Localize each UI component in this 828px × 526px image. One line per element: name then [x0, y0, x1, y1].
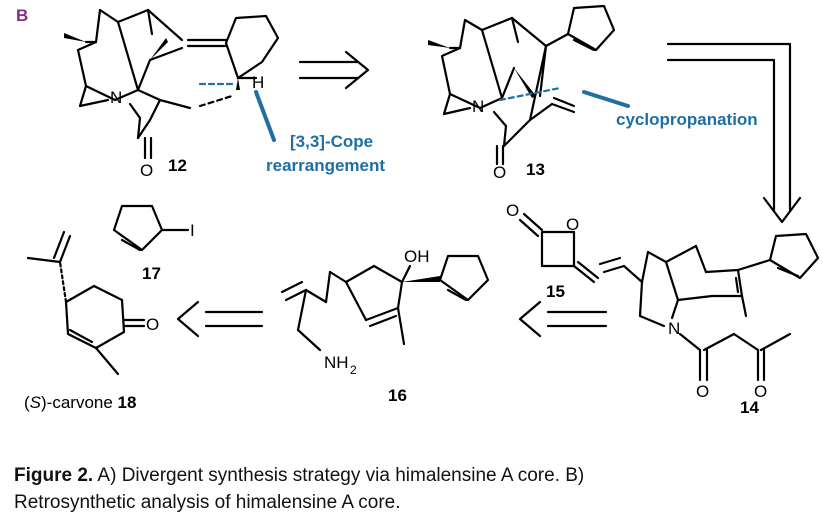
- panel-label: B: [16, 6, 29, 25]
- compound-number-18: 18: [117, 393, 137, 412]
- compound-number-15: 15: [546, 282, 565, 301]
- oxygen-13: O: [493, 163, 506, 182]
- oxygen-15a: O: [506, 201, 519, 220]
- oxygen-14a: O: [696, 382, 709, 401]
- cyclopropanation-annotation: cyclopropanation: [616, 110, 758, 129]
- hydroxyl-16: OH: [404, 247, 430, 266]
- structure-17: [112, 204, 190, 252]
- nitrogen-13: N: [472, 97, 484, 116]
- figure-label: Figure 2.: [14, 465, 94, 486]
- amine-16: NH: [324, 353, 349, 372]
- iodine-17: I: [190, 221, 195, 240]
- compound-number-14: 14: [740, 398, 759, 417]
- compound-number-16: 16: [388, 386, 407, 405]
- oxygen-15b: O: [566, 215, 579, 234]
- structure-13: [428, 4, 630, 166]
- retro-arrow-3: [518, 300, 608, 338]
- retro-arrow-4: [176, 300, 264, 338]
- nitrogen-14: N: [668, 319, 680, 338]
- oxygen-18: O: [146, 315, 159, 334]
- retro-arrow-1: [298, 50, 370, 90]
- retro-arrow-2: [666, 42, 802, 224]
- structure-12: [64, 8, 280, 160]
- hydrogen-12: H: [252, 73, 264, 92]
- structure-16: [280, 254, 490, 352]
- cope-annotation-line2: rearrangement: [266, 156, 386, 175]
- figure-caption: Figure 2. A) Divergent synthesis strateg…: [14, 462, 814, 516]
- compound-number-17: 17: [142, 264, 161, 283]
- structure-15: [518, 212, 600, 284]
- retrosynthesis-scheme: N O H N O: [26, 4, 820, 401]
- caption-text-line1: A) Divergent synthesis strategy via hima…: [93, 465, 585, 486]
- compound-number-13: 13: [526, 160, 545, 179]
- oxygen-12: O: [140, 161, 153, 180]
- amine-subscript: 2: [350, 363, 357, 377]
- caption-text-line2: Retrosynthetic analysis of himalensine A…: [14, 492, 401, 513]
- compound-number-12: 12: [168, 156, 187, 175]
- oxygen-14b: O: [754, 382, 767, 401]
- cope-annotation-line1: [3,3]-Cope: [290, 132, 374, 151]
- structure-14: [598, 232, 820, 382]
- nitrogen-12: N: [110, 88, 122, 107]
- carvone-label: (S)-carvone 18: [24, 393, 137, 412]
- structure-18: [26, 230, 146, 376]
